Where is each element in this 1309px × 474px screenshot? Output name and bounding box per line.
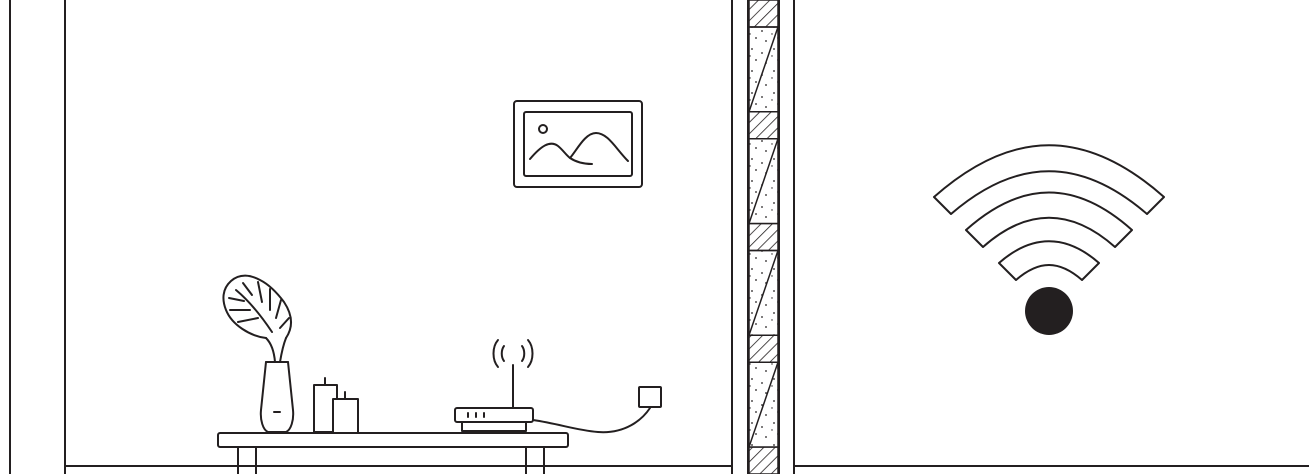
signal-source-dot <box>1025 287 1073 335</box>
wifi-signal-icon <box>934 145 1164 335</box>
power-outlet-icon <box>533 387 661 432</box>
room-frame <box>10 0 732 474</box>
wall-layer-brick <box>749 447 778 474</box>
monstera-plant-icon <box>223 276 293 432</box>
framed-landscape-picture-icon <box>514 101 642 187</box>
side-table <box>218 433 568 474</box>
wall-layer-brick <box>749 335 778 362</box>
candles <box>314 378 358 433</box>
wifi-router-icon <box>455 340 533 431</box>
wall-layer-brick <box>749 0 778 27</box>
wall-layer-brick <box>749 224 778 251</box>
brick-wall-section <box>748 0 779 474</box>
wall-layer-brick <box>749 112 778 139</box>
